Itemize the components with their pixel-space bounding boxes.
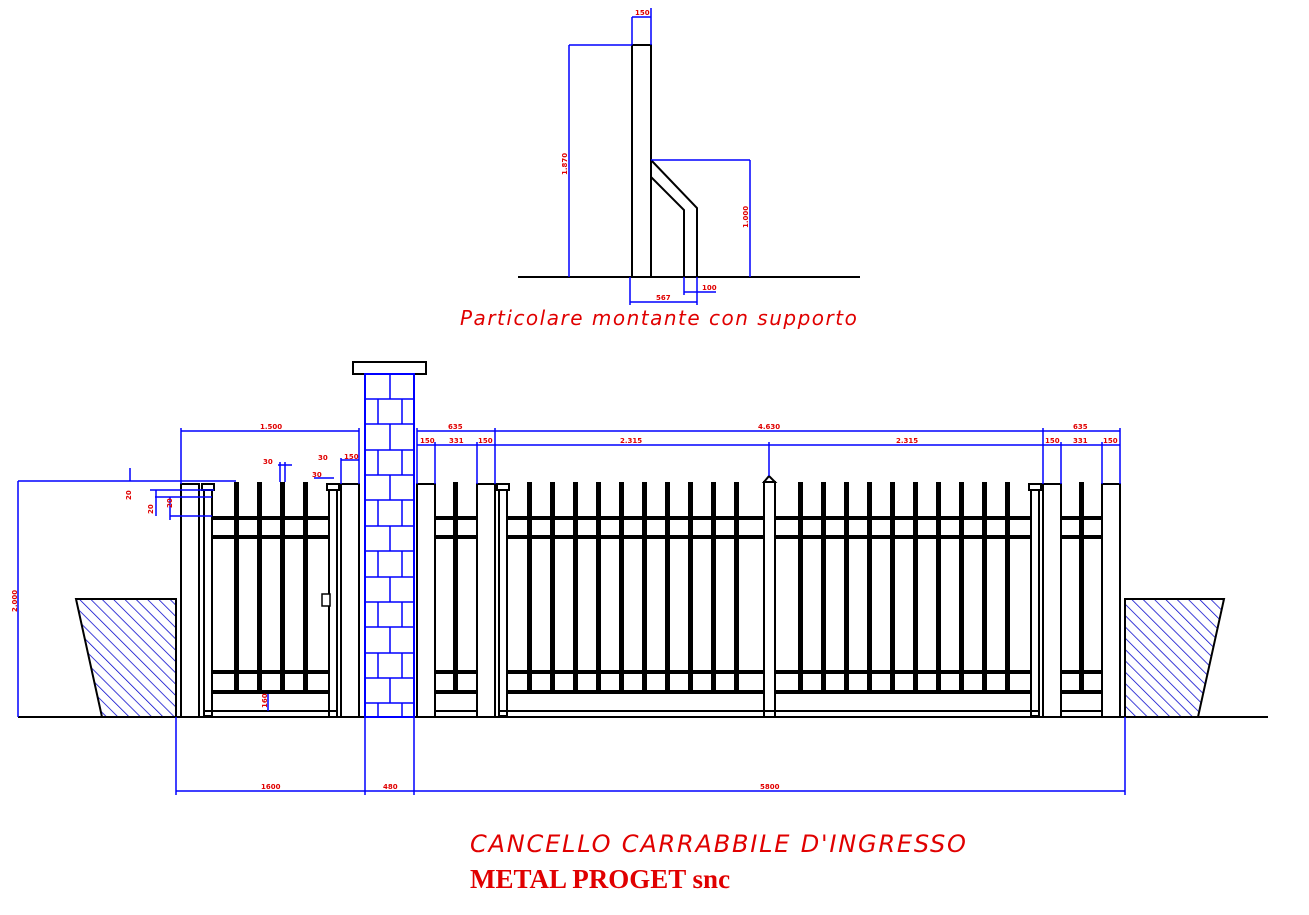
detail-dim-top: 150: [635, 9, 650, 17]
detail-drawing: 150 1.870 1.000 567 100: [518, 8, 860, 305]
planter-left: [74, 598, 177, 718]
side-panel-right: [1042, 483, 1121, 718]
dim-base-left: 1600: [261, 783, 281, 791]
dim-side-left-total: 635: [448, 423, 463, 431]
dim-base-right: 5800: [760, 783, 780, 791]
dim-leaf-right: 2.315: [896, 437, 918, 445]
dim-left-panel-331: 331: [449, 437, 464, 445]
detail-dimension-lines: [568, 8, 751, 305]
planter-right: [1124, 598, 1226, 718]
detail-dim-foot: 100: [702, 284, 717, 292]
dim-left-20-b: 20: [147, 504, 155, 514]
dim-base-pillar: 480: [383, 783, 398, 791]
pedestrian-gate-bars: [234, 482, 308, 694]
detail-support-bracket: [650, 157, 698, 278]
dim-right-panel-331: 331: [1073, 437, 1088, 445]
gate-dimension-lines: [17, 428, 1126, 795]
dim-left-post-150: 150: [420, 437, 435, 445]
dim-bar-30-c: 30: [312, 471, 322, 479]
gate-caption: CANCELLO CARRABBILE D'INGRESSO: [470, 830, 968, 858]
dim-left-20-c: 20: [166, 498, 174, 508]
detail-post: [631, 44, 652, 278]
dim-leaf-left: 2.315: [620, 437, 642, 445]
side-panel-left-rails: [435, 482, 477, 694]
gate-drawing: 1.500 635 4.630 635 150 331 150 2.315 2.…: [11, 361, 1268, 795]
side-panel-left: [416, 483, 496, 718]
pedestrian-gate-lock: [321, 593, 331, 607]
driveway-gate-bars: [527, 482, 1010, 694]
dim-side-right-total: 635: [1073, 423, 1088, 431]
brick-pillar: [352, 361, 427, 718]
detail-dim-base: 567: [656, 294, 671, 302]
dim-overall-height: 2.000: [11, 590, 19, 612]
detail-dim-post-height: 1.870: [561, 153, 569, 175]
dim-pedestrian-150: 150: [344, 453, 359, 461]
dim-pedestrian-width: 1.500: [260, 423, 282, 431]
dim-driveway-total: 4.630: [758, 423, 780, 431]
detail-caption: Particolare montante con supporto: [460, 306, 859, 330]
driveway-gate-rails: [507, 516, 1031, 694]
dim-bottom-gap: 160: [261, 693, 269, 708]
dim-bar-30-a: 30: [263, 458, 273, 466]
driveway-gate-frame: [496, 474, 1042, 718]
dim-left-post-150-b: 150: [478, 437, 493, 445]
side-panel-right-rails: [1061, 482, 1102, 694]
dim-right-post-150: 150: [1045, 437, 1060, 445]
dim-right-post-150-b: 150: [1103, 437, 1118, 445]
detail-dim-support-height: 1.000: [742, 206, 750, 228]
pedestrian-gate: [180, 483, 360, 718]
pedestrian-gate-rails: [212, 516, 329, 694]
dim-left-20-a: 20: [125, 490, 133, 500]
dim-bar-30-b: 30: [318, 454, 328, 462]
company-name: METAL PROGET snc: [470, 864, 731, 894]
